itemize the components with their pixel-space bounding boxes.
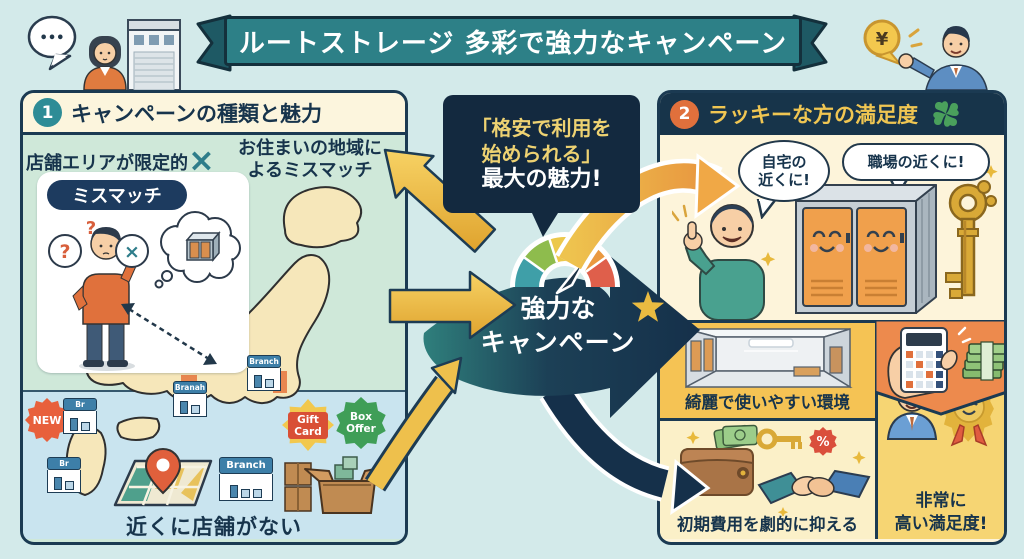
panel1-title: キャンペーンの種類と魅力: [71, 101, 322, 126]
banner-ribbon-tails: [196, 14, 828, 72]
clover-icon: [933, 101, 959, 127]
no-nearby-store-caption: 近くに店舗がない: [126, 515, 302, 539]
confused-person-illustration: [72, 227, 138, 367]
question-mark: ?: [86, 218, 96, 239]
question-mark: ?: [59, 241, 70, 263]
work-nearby-bubble: 職場の近くに!: [842, 143, 990, 181]
locker-door-right: [856, 207, 907, 307]
callout-line3: 最大の魅力!: [481, 167, 602, 192]
sparkle-icon: [777, 507, 789, 516]
thumbs-up-man-illustration: [672, 202, 776, 320]
shikoku-shape: [116, 416, 161, 441]
man-arm: [906, 57, 935, 80]
thinking-dots: •••: [40, 31, 65, 46]
callout-line2: 始められる」: [481, 142, 602, 166]
panel2-header: 2 ラッキーな方の満足度: [660, 93, 1004, 135]
arrow-to-cost-savings: [539, 380, 711, 515]
worried-customer-illustration: •••: [27, 15, 181, 90]
banner-title: ルートストレージ 多彩で強力なキャンペーン: [238, 28, 788, 59]
branch-shop: Branch: [247, 355, 281, 391]
sparkle-icon: [760, 252, 776, 267]
man-suit: [925, 64, 988, 90]
thinking-bubble-icon: [27, 15, 77, 59]
map-pin-illustration: [113, 447, 213, 507]
satisfaction-caption-line1: 非常に: [915, 491, 967, 511]
box-offer-badge: Box Offer: [336, 397, 386, 449]
biggest-appeal-callout: 「格安で利用を 始められる」 最大の魅力!: [443, 95, 640, 213]
home-nearby-bubble: 自宅の 近くに!: [738, 140, 830, 202]
cardboard-boxes-icon: [284, 456, 386, 514]
storage-interior-illustration: [685, 327, 853, 389]
handshake-icon: [757, 469, 871, 505]
hokkaido-shape: [283, 186, 363, 249]
percent-badge: %: [809, 427, 837, 456]
arrow-to-happy-user: [555, 153, 741, 272]
callout-tail: [532, 213, 558, 237]
storage-container-icon: [185, 230, 221, 263]
yen-symbol: ¥: [876, 29, 889, 50]
mismatch-illustration: ? ? ×: [48, 211, 241, 371]
clean-environment-cell: 綺麗で使いやすい環境: [660, 320, 875, 418]
man-hand: [898, 53, 914, 69]
panel2-title: ラッキーな方の満足度: [708, 103, 918, 127]
callout-line1: 「格安で利用を: [471, 116, 612, 140]
hair: [711, 205, 753, 226]
sweater: [699, 259, 765, 320]
panel2-number-badge: 2: [670, 99, 699, 129]
panel1-body: 店舗エリアが限定的 × お住まいの地域に よるミスマッチ: [23, 135, 405, 539]
salesman-illustration: ¥: [863, 19, 988, 90]
question-bubble-icon: [48, 234, 82, 268]
happy-user-section: 自宅の 近くに! 職場の近くに!: [660, 135, 1004, 320]
golden-key-icon: [945, 180, 997, 299]
problem-limited-area: 店舗エリアが限定的: [26, 153, 188, 174]
cost-savings-caption: 初期費用を劇的に抑える: [676, 515, 858, 534]
branch-shop: Branah: [173, 381, 207, 417]
center-flow-graphics: [364, 148, 741, 515]
satisfaction-caption-line2: 高い満足度!: [894, 514, 988, 534]
cross-glyph: ×: [124, 241, 140, 263]
svg-text:NEW: NEW: [33, 414, 62, 427]
svg-text:%: %: [816, 435, 829, 450]
thought-cloud-icon: [154, 211, 241, 289]
svg-text:Offer: Offer: [346, 423, 377, 435]
new-badge: NEW: [25, 398, 69, 442]
clean-environment-caption: 綺麗で使いやすい環境: [685, 393, 850, 412]
cost-savings-cell: % 初期費用を劇的に抑える: [660, 418, 875, 539]
panel1-header: 1 キャンペーンの種類と魅力: [23, 93, 405, 135]
mismatch-card: ? ? × ミスマッチ: [37, 172, 249, 373]
locker-door-left: [802, 207, 853, 307]
branch-shop: Br: [63, 398, 97, 434]
small-key-icon: [756, 428, 802, 450]
banner: ルートストレージ 多彩で強力なキャンペーン: [224, 16, 802, 66]
powerful-campaign-hub: 強力な キャンペーン: [480, 294, 636, 357]
money-bills-icon: [713, 424, 758, 451]
smiling-lockers-illustration: [795, 184, 937, 314]
cross-bubble-icon: [115, 234, 149, 268]
distance-arrow-icon: [121, 303, 217, 365]
sparkle-icon: [852, 451, 866, 465]
svg-text:Box: Box: [350, 411, 372, 423]
panel-campaign-types: 1 キャンペーンの種類と魅力 店舗エリアが限定的 × お住まいの地域に よるミス…: [20, 90, 408, 545]
problem-region-mismatch: お住まいの地域に よるミスマッチ: [238, 138, 382, 181]
emphasis-lines-icon: [908, 28, 923, 48]
gift-card-badge: Gift Card: [282, 399, 334, 451]
location-pin-icon: [144, 447, 182, 495]
cell-divider: [875, 320, 878, 539]
arrow-up-left: [383, 148, 497, 253]
hand-calculator-icon: [887, 326, 972, 399]
sparkle-icon: [686, 431, 700, 445]
arrow-horizontal: [388, 270, 517, 340]
star-icon: [631, 291, 665, 322]
thumb: [687, 221, 697, 240]
mismatch-tag: ミスマッチ: [47, 180, 187, 210]
calculator-cell: [875, 320, 1004, 416]
panel2-body: 自宅の 近くに! 職場の近くに!: [660, 135, 1004, 539]
svg-text:Card: Card: [294, 426, 322, 438]
svg-text:Gift: Gift: [297, 414, 319, 426]
arrow-from-boxes: [364, 356, 463, 492]
branch-shop: Branch: [219, 457, 273, 501]
branch-shop: Br: [47, 457, 81, 493]
panel1-number-badge: 1: [33, 98, 62, 127]
money-stack-icon: [962, 341, 1004, 381]
